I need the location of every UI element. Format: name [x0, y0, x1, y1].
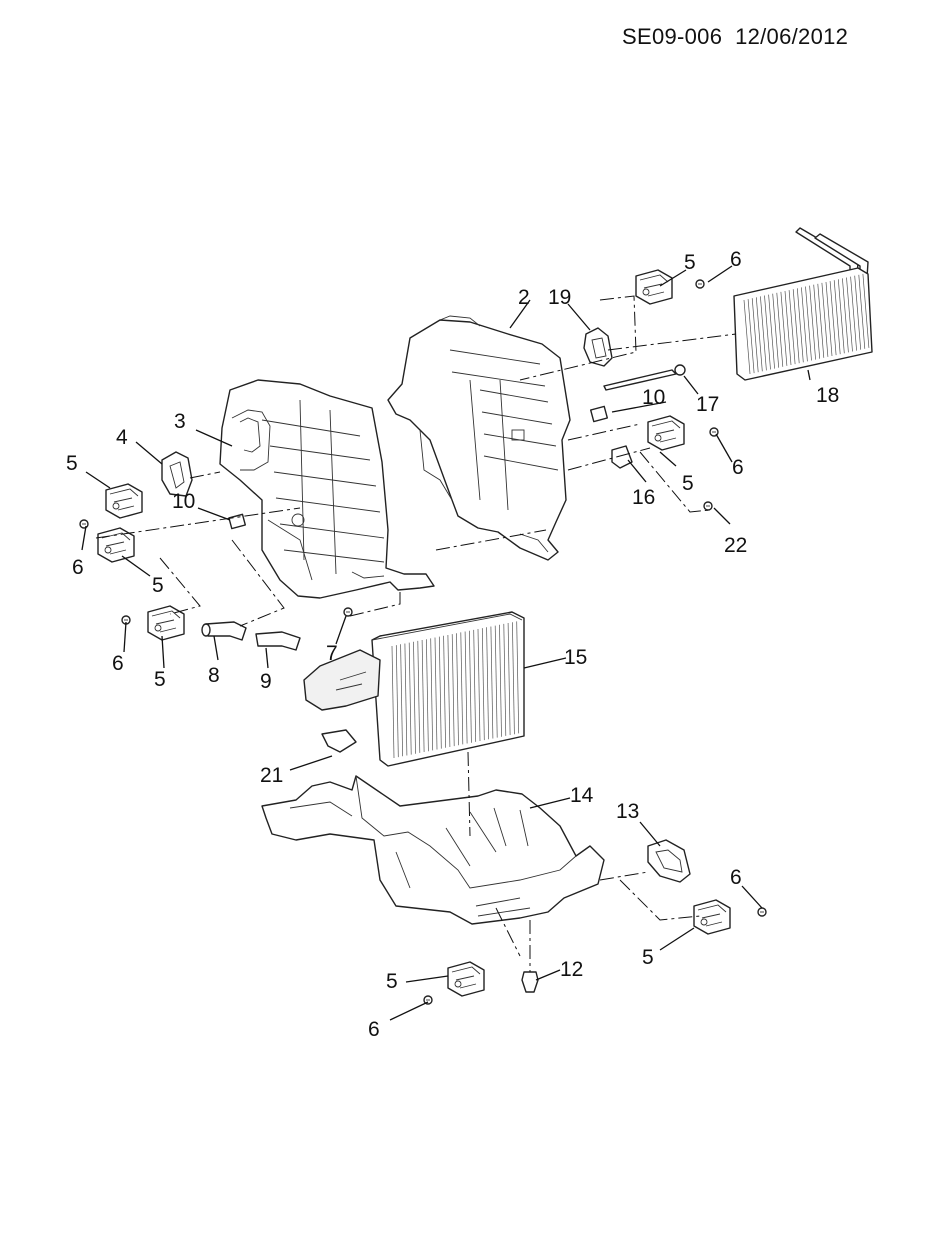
callout-5: 5 [152, 574, 164, 597]
callout-14: 14 [570, 784, 594, 807]
bracket-16 [611, 445, 633, 469]
callout-5: 5 [642, 946, 654, 969]
seal-19 [583, 327, 613, 367]
callout-9: 9 [260, 670, 272, 693]
callout-6: 6 [112, 652, 124, 675]
callout-2: 2 [518, 286, 530, 309]
callout-5: 5 [386, 970, 398, 993]
callout-3: 3 [174, 410, 186, 433]
evaporator-core [303, 611, 525, 767]
actuator-group [97, 269, 731, 997]
screw [757, 907, 767, 917]
connector-10-right [589, 405, 609, 423]
screw [695, 279, 705, 289]
callout-17: 17 [696, 393, 719, 416]
callout-8: 8 [208, 664, 220, 687]
callout-12: 12 [560, 958, 583, 981]
heater-core [733, 227, 873, 381]
callout-numbers: 2 19 5 6 18 17 10 6 5 16 22 3 4 5 10 6 5… [66, 248, 839, 1041]
clip-21 [321, 729, 357, 753]
callout-5: 5 [682, 472, 694, 495]
callout-10: 10 [642, 386, 665, 409]
callout-10: 10 [172, 490, 195, 513]
callout-5: 5 [684, 251, 696, 274]
assembly-lines [95, 295, 737, 972]
callout-6: 6 [732, 456, 744, 479]
screw [709, 427, 719, 437]
callout-6: 6 [72, 556, 84, 579]
actuator-motor [635, 269, 673, 305]
hose-9 [255, 631, 301, 651]
screw [423, 995, 433, 1005]
callout-5: 5 [154, 668, 166, 691]
callout-13: 13 [616, 800, 639, 823]
callout-19: 19 [548, 286, 571, 309]
heater-case-right-half [387, 315, 571, 561]
callout-4: 4 [116, 426, 128, 449]
callout-18: 18 [816, 384, 839, 407]
connector-10-left [228, 513, 247, 530]
screw-group [79, 279, 767, 1005]
callout-6: 6 [730, 866, 742, 889]
callout-7: 7 [326, 642, 338, 665]
valve-8 [201, 621, 247, 641]
screw [703, 501, 713, 511]
actuator-motor [147, 605, 185, 641]
diagram-reference-date: SE09-006 12/06/2012 [622, 24, 849, 49]
seal-13 [647, 839, 691, 883]
heater-case-lower [261, 775, 605, 925]
heater-case-left-half [219, 379, 435, 599]
screw [79, 519, 89, 529]
callout-21: 21 [260, 764, 283, 787]
callout-22: 22 [724, 534, 747, 557]
actuator-motor [647, 415, 685, 451]
callout-6: 6 [730, 248, 742, 271]
callout-16: 16 [632, 486, 655, 509]
callout-15: 15 [564, 646, 587, 669]
callout-5: 5 [66, 452, 78, 475]
actuator-motor [447, 961, 485, 997]
leader-lines [81, 265, 811, 1021]
actuator-motor [693, 899, 731, 935]
actuator-motor [105, 483, 143, 519]
screw-12 [521, 971, 539, 993]
screw [343, 607, 353, 617]
callout-6: 6 [368, 1018, 380, 1041]
sensor-17 [603, 364, 686, 391]
seal-4 [161, 451, 193, 497]
